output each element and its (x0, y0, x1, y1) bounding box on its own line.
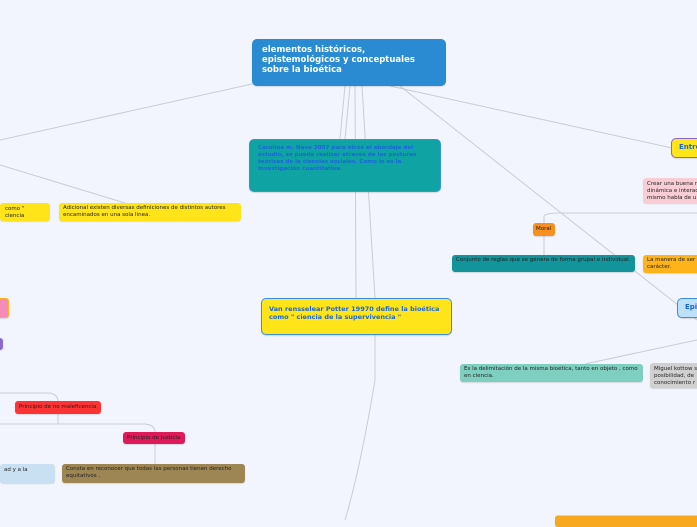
node-epi[interactable]: Epi (677, 298, 697, 318)
node-crear[interactable]: Crear una buena r dinámica e interac mis… (643, 178, 697, 203)
node-entre[interactable]: Entre (671, 138, 697, 158)
node-miguel[interactable]: Miguel kottow s posibilidad, de conocimi… (650, 363, 697, 388)
node-carolina[interactable]: Carolina m. Nave 2007 para otros el abor… (249, 139, 441, 192)
root-node[interactable]: elementos históricos, epistemológicos y … (252, 39, 446, 86)
node-conjunto[interactable]: Conjunto de reglas que se genera de form… (452, 255, 635, 272)
node-ad[interactable]: ad y a la (0, 464, 55, 483)
node-orange-bottom[interactable] (555, 515, 697, 527)
node-pink-left[interactable] (0, 298, 9, 318)
node-consta[interactable]: Consta en reconocer que todas las person… (62, 464, 245, 483)
root-title: elementos históricos, epistemológicos y … (262, 45, 415, 75)
node-manera[interactable]: La manera de ser carácter. (643, 255, 697, 273)
node-van[interactable]: Van rensselear Potter 19970 define la bi… (261, 298, 452, 335)
node-adicional[interactable]: Adicional existen diversas definiciones … (59, 203, 241, 221)
node-moral[interactable]: Moral (533, 223, 555, 236)
node-como-ciencia[interactable]: como " ciencia (0, 203, 50, 221)
node-purple-left[interactable] (0, 338, 3, 350)
node-delimitacion[interactable]: Es la delimitación de la misma bioética,… (460, 364, 643, 382)
node-justicia[interactable]: Principio de justicia (123, 432, 185, 444)
node-no-maleficencia[interactable]: Principio de no maleficencia (15, 401, 101, 414)
